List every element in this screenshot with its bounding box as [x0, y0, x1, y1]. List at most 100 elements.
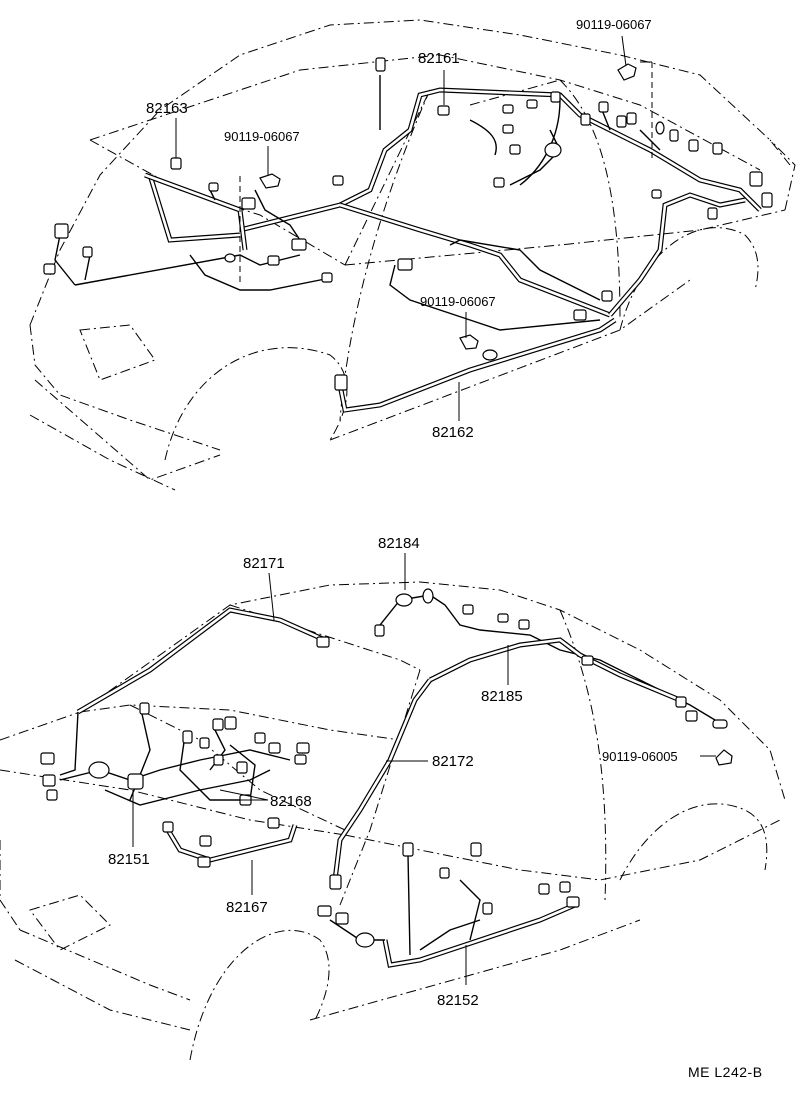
part-number-82171: 82171 [243, 555, 285, 572]
connector-icon [267, 255, 280, 266]
part-number-82152: 82152 [437, 992, 479, 1009]
connector-icon [296, 742, 310, 754]
clip-number-upper-right: 90119-06067 [576, 17, 652, 32]
connector-icon [493, 177, 505, 188]
connector-icon [526, 99, 538, 109]
connector-icon [332, 175, 344, 186]
connector-icon [329, 874, 342, 890]
connector-icon [573, 309, 587, 321]
connector-icon [626, 112, 637, 125]
part-number-82168: 82168 [270, 793, 312, 810]
harness-82152 [329, 854, 576, 968]
clip-number-upper-left: 90119-06067 [224, 129, 300, 144]
clip-number-middle: 90119-06067 [420, 294, 496, 309]
connector-icon [254, 732, 266, 744]
connector-icon [197, 856, 211, 868]
connector-icon [462, 604, 474, 615]
connector-icon [213, 754, 224, 766]
clip-icon [459, 334, 479, 350]
bottom-clips [715, 749, 733, 766]
connector-icon [182, 730, 193, 744]
connector-icon [616, 115, 627, 128]
grommet-icon [655, 121, 665, 135]
harness-82151-82168 [59, 704, 291, 806]
part-number-82172: 82172 [432, 753, 474, 770]
connector-icon [470, 842, 482, 857]
connector-icon [749, 171, 763, 187]
connector-icon [550, 91, 561, 103]
part-number-82161: 82161 [418, 50, 460, 67]
connector-icon [212, 718, 224, 731]
connector-icon [502, 124, 514, 134]
connector-icon [43, 263, 56, 275]
connector-icon [170, 157, 182, 170]
top-part-labels: 82161 82163 82162 90119-06067 90119-0606… [146, 17, 652, 441]
harness-82161 [239, 75, 762, 318]
connector-icon [268, 742, 281, 754]
connector-icon [437, 105, 450, 116]
connector-icon [199, 835, 212, 847]
harness-82171 [59, 607, 327, 776]
bottom-connectors [40, 588, 728, 948]
grommet-icon [224, 253, 236, 263]
connector-icon [688, 139, 699, 152]
harness-82184-82185 [379, 594, 716, 721]
connector-icon [317, 905, 332, 917]
grommet-icon [395, 593, 413, 607]
connector-icon [162, 821, 174, 833]
grommet-icon [544, 142, 562, 158]
bottom-leaders [132, 553, 716, 985]
connector-icon [316, 636, 330, 648]
connector-icon [291, 238, 307, 251]
connector-icon [601, 290, 613, 302]
connector-icon [538, 883, 550, 895]
top-car-body-outline [29, 19, 796, 491]
grommet-icon [482, 349, 498, 361]
connector-icon [675, 696, 687, 708]
connector-icon [707, 207, 718, 220]
connector-icon [581, 655, 594, 666]
grommet-icon [422, 588, 434, 604]
connector-icon [761, 192, 773, 208]
connector-icon [82, 246, 93, 258]
part-number-82162: 82162 [432, 424, 474, 441]
connector-icon [712, 142, 723, 155]
connector-icon [518, 619, 530, 630]
connector-icon [509, 144, 521, 155]
connector-icon [335, 912, 349, 925]
connector-icon [439, 867, 450, 879]
connector-icon [397, 258, 413, 271]
connector-icon [199, 737, 210, 749]
harness-82167 [162, 823, 298, 863]
connector-icon [334, 374, 348, 391]
connector-icon [669, 129, 679, 142]
connector-icon [46, 789, 58, 801]
connector-icon [267, 817, 280, 829]
connector-icon [712, 719, 728, 729]
harness-82172 [332, 678, 432, 881]
connector-icon [566, 896, 580, 908]
clip-icon [617, 63, 637, 81]
grommet-icon [88, 761, 110, 779]
grommet-icon [355, 932, 375, 948]
harness-82162 [337, 239, 617, 413]
connector-icon [224, 716, 237, 730]
connector-icon [685, 710, 698, 722]
connector-icon [139, 702, 150, 715]
reference-code: ME L242-B [688, 1064, 763, 1080]
clip-icon [259, 173, 281, 189]
harness-82163 [54, 172, 331, 291]
connector-icon [559, 881, 571, 893]
connector-icon [497, 613, 509, 623]
connector-icon [208, 182, 219, 192]
part-number-82163: 82163 [146, 100, 188, 117]
connector-icon [321, 272, 333, 283]
connector-icon [54, 223, 69, 239]
connector-icon [294, 754, 307, 765]
top-clips [259, 63, 637, 350]
part-number-82167: 82167 [226, 899, 268, 916]
connector-icon [375, 57, 386, 72]
top-car-view: 82161 82163 82162 90119-06067 90119-0606… [29, 17, 796, 491]
clip-number-bottom-right: 90119-06005 [602, 749, 678, 764]
